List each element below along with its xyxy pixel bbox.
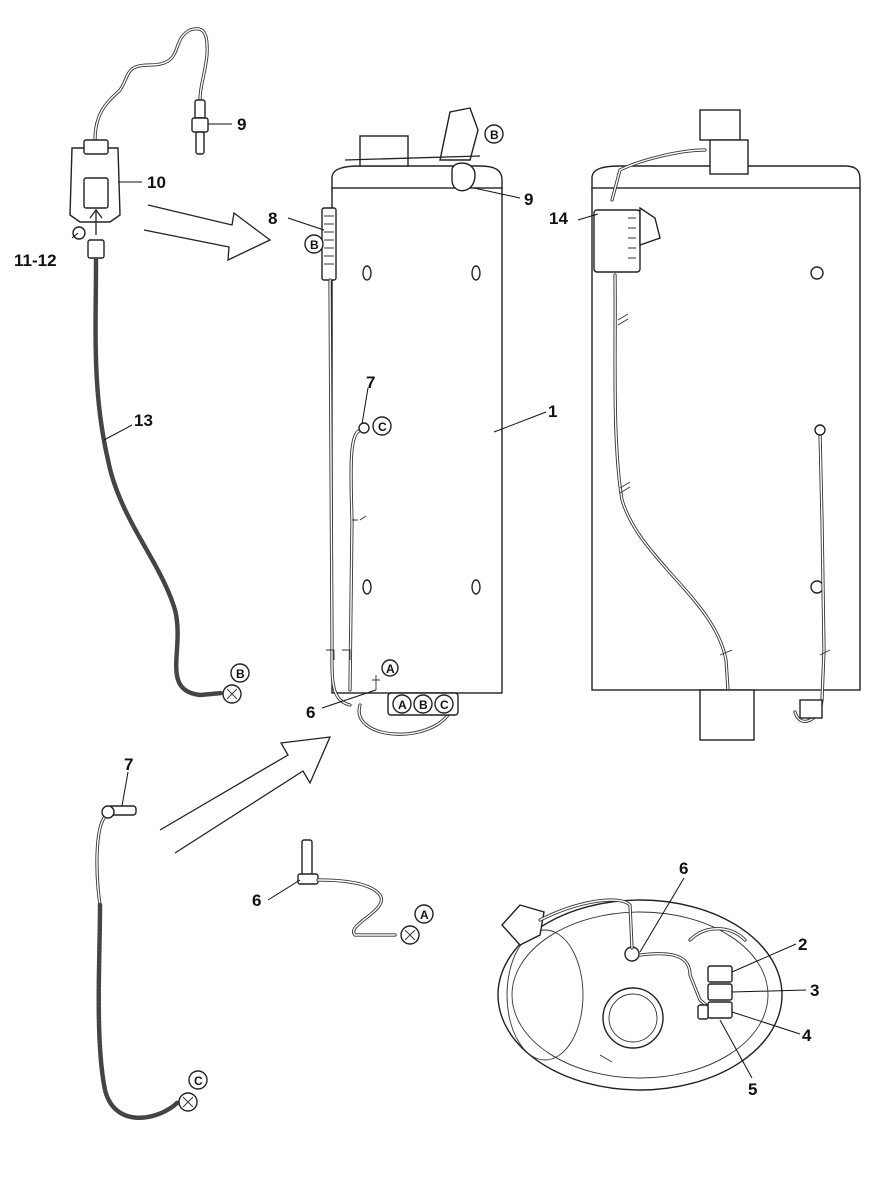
muffler-front-view bbox=[321, 107, 503, 736]
ref-a-sensor-mount: A bbox=[381, 659, 399, 677]
end-cap-detail bbox=[497, 898, 783, 1091]
svg-text:B: B bbox=[419, 698, 428, 712]
callout-2-clip: 2 bbox=[798, 935, 807, 954]
nox-sensor-assembly bbox=[69, 27, 242, 704]
flow-arrow-upper-icon bbox=[143, 204, 272, 262]
callout-6-sensor: 6 bbox=[252, 891, 261, 910]
callout-7-mounted: 7 bbox=[366, 373, 375, 392]
callout-8-harness: 8 bbox=[268, 209, 277, 228]
svg-text:B: B bbox=[310, 238, 319, 252]
ref-a-cable-end: A bbox=[414, 904, 434, 924]
temp-sensor-6-assembly bbox=[297, 839, 420, 945]
callout-13-cable: 13 bbox=[134, 411, 153, 430]
ref-b-cable-end: B bbox=[230, 663, 250, 683]
leader-lines bbox=[71, 123, 807, 1079]
callout-14-module: 14 bbox=[549, 209, 568, 228]
callout-1-muffler: 1 bbox=[548, 402, 557, 421]
flow-arrow-lower-icon bbox=[159, 736, 332, 854]
muffler-rear-view bbox=[591, 109, 861, 741]
callout-7-sensor: 7 bbox=[124, 755, 133, 774]
callout-6-detail: 6 bbox=[679, 859, 688, 878]
ref-b-block: B bbox=[413, 694, 433, 714]
callout-11-12: 11-12 bbox=[14, 251, 57, 270]
ref-a-block: A bbox=[392, 694, 412, 714]
ref-c-cable-end: C bbox=[188, 1070, 208, 1090]
svg-text:A: A bbox=[420, 908, 429, 922]
ref-b-top: B bbox=[484, 124, 504, 144]
svg-text:A: A bbox=[386, 662, 395, 676]
callout-9-sensor: 9 bbox=[237, 115, 246, 134]
callout-4-clip: 4 bbox=[802, 1026, 812, 1045]
svg-text:C: C bbox=[194, 1074, 203, 1088]
callout-3-clip: 3 bbox=[810, 981, 819, 1000]
ref-c-block: C bbox=[434, 694, 454, 714]
ref-c-side: C bbox=[372, 416, 392, 436]
svg-text:B: B bbox=[236, 667, 245, 681]
callout-10-module: 10 bbox=[147, 173, 166, 192]
svg-text:A: A bbox=[398, 698, 407, 712]
temp-sensor-7-assembly bbox=[95, 805, 198, 1120]
ref-b-harness: B bbox=[304, 234, 324, 254]
svg-text:C: C bbox=[440, 698, 449, 712]
svg-text:C: C bbox=[378, 420, 387, 434]
callout-5-clip: 5 bbox=[748, 1080, 757, 1099]
callout-9-mounted: 9 bbox=[524, 190, 533, 209]
svg-text:B: B bbox=[490, 128, 499, 142]
callout-6-mounted: 6 bbox=[306, 703, 315, 722]
